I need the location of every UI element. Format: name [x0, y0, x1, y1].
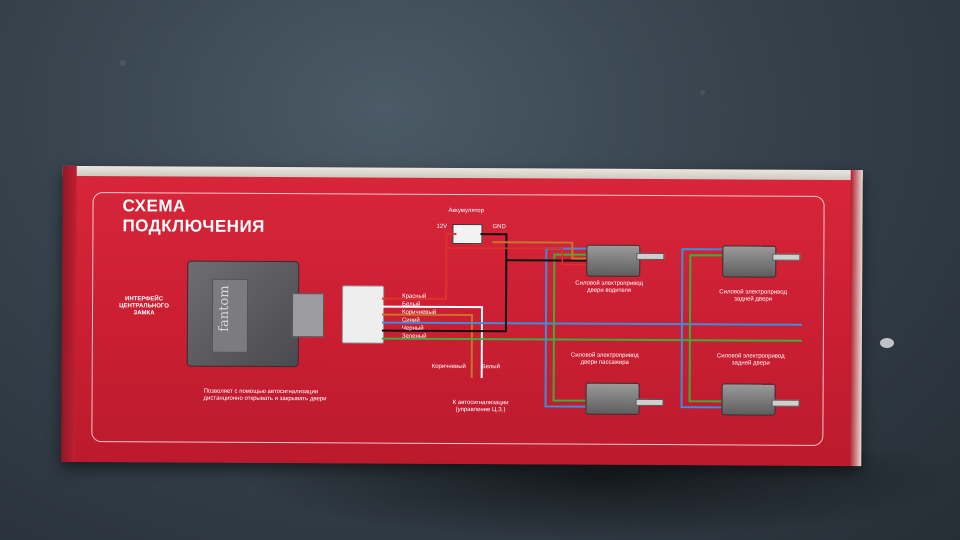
actuator-rod — [772, 253, 801, 261]
wire-lines — [381, 232, 802, 409]
actuator-driver-door — [586, 244, 641, 277]
actuator-rear-door-right — [721, 383, 776, 416]
ground-speck — [880, 338, 894, 348]
alarm-wire-brown-label: Коричневый — [431, 363, 466, 371]
wire-blue-rear-left — [680, 248, 723, 325]
actuator-passenger-door-label: Силовой электропривод двери пассажира — [570, 352, 639, 366]
actuator-rear-door-left — [722, 245, 777, 278]
wire-brown-driver — [492, 241, 587, 260]
wiring-diagram — [381, 232, 802, 409]
wire-blue-passenger — [544, 323, 586, 408]
actuator-rear-door-right-label: Силовой электропривод задней двери — [716, 353, 785, 367]
actuator-driver-door-label: Силовой электропривод двери водителя — [575, 280, 644, 294]
actuator-rear-door-left-label: Силовой электропривод задней двери — [719, 289, 788, 303]
wire-label-brown: Коричневый — [402, 309, 437, 316]
wire-label-white: Белый — [402, 301, 421, 308]
wire-brown — [382, 313, 474, 379]
box-shadow — [240, 452, 960, 540]
wire-green-passenger — [552, 339, 586, 402]
ground-speck — [700, 90, 705, 95]
wire-blue-rear-right — [680, 324, 722, 409]
wire-label-blue: Синий — [401, 317, 420, 324]
alarm-label: К автосигнализации (управление Ц.З.) — [452, 399, 509, 414]
ground-speck — [120, 60, 126, 66]
wire-green-driver — [552, 253, 587, 340]
actuator-passenger-door — [585, 382, 640, 415]
actuator-rod — [635, 398, 664, 407]
wire-label-red: Красный — [402, 293, 427, 300]
wire-blue — [381, 321, 802, 326]
wire-label-black: Черный — [401, 325, 424, 332]
alarm-wire-white-label: Белый — [481, 364, 500, 371]
wire-white — [382, 305, 484, 379]
actuator-rod — [636, 252, 665, 261]
wire-label-green: Зеленый — [401, 333, 427, 340]
wire-black — [381, 233, 508, 333]
wire-green — [381, 337, 802, 342]
wire-red — [382, 232, 457, 300]
wire-red-driver — [446, 247, 587, 266]
product-box: СХЕМА ПОДКЛЮЧЕНИЯ ИНТЕРФЕЙС ЦЕНТРАЛЬНОГО… — [61, 165, 863, 467]
wire-green-rear-right — [688, 340, 722, 403]
actuator-rod — [771, 399, 800, 407]
wire-green-rear-left — [688, 254, 723, 341]
